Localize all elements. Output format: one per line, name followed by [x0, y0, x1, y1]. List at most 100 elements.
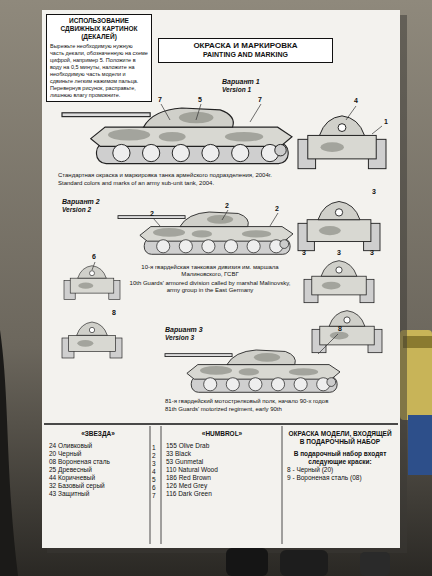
turret: [329, 311, 365, 327]
callout-number: 3: [337, 249, 341, 257]
table-cell: 43 Защитный: [49, 490, 147, 498]
road-wheel: [113, 144, 130, 161]
callout-number: 8: [338, 325, 342, 333]
road-wheel: [271, 378, 284, 391]
tank-front-view: [304, 261, 374, 303]
leader-line: [270, 213, 278, 226]
caption-text: Вариант 2: [62, 198, 100, 206]
turret: [318, 201, 360, 219]
drive-sprocket: [327, 378, 336, 387]
caption-text: PAINTING AND MARKING: [158, 51, 333, 59]
caption-text: 81th Guards' motorized regiment, early 9…: [165, 406, 397, 413]
camouflage-patch: [239, 368, 259, 375]
hull: [140, 227, 293, 242]
hull: [91, 127, 292, 146]
caption-text: Вариант 1: [222, 78, 260, 86]
caption-text: Стандартная окраска и маркировка танка а…: [58, 172, 348, 179]
callout-number: 3: [370, 249, 374, 257]
road-wheel: [157, 240, 170, 253]
leader-line: [196, 104, 201, 120]
road-wheel: [224, 240, 237, 253]
gun-barrel: [62, 113, 150, 117]
turret: [180, 212, 248, 227]
callout-number: 4: [354, 97, 358, 105]
caption-text: Standard colors and marks of an army sub…: [58, 180, 348, 187]
table-cell: 155 Olive Drab: [166, 442, 278, 450]
turret: [321, 261, 357, 277]
table-rule: [150, 426, 151, 544]
road-wheel: [179, 240, 192, 253]
road-wheel: [247, 240, 260, 253]
callout-number: 8: [112, 309, 116, 317]
callout-number: 4: [152, 468, 156, 475]
box-heading: «ЗВЕЗДА»: [49, 430, 147, 438]
camouflage-patch: [78, 283, 93, 289]
table-cell: 20 Черный: [49, 450, 147, 458]
paper-sheet: [42, 10, 400, 548]
table-cell: 44 Коричневый: [49, 474, 147, 482]
road-wheel: [294, 378, 307, 391]
drive-sprocket: [275, 144, 287, 156]
camouflage-patch: [108, 129, 150, 141]
leader-line: [92, 262, 95, 270]
tank-front-view: [62, 322, 122, 358]
callout-number: 6: [152, 484, 156, 491]
table-cell: В подарочный набор входят следующие крас…: [287, 450, 393, 466]
table-cell: 24 Оливковый: [49, 442, 147, 450]
table-rule: [44, 423, 398, 425]
leader-line: [372, 126, 382, 134]
box-heading: ОКРАСКА МОДЕЛИ, ВХОДЯЩЕЙ В ПОДАРОЧНЫЙ НА…: [287, 430, 393, 446]
camouflage-patch: [330, 332, 349, 340]
box-heading: «HUMBROL»: [166, 430, 278, 438]
camouflage-patch: [242, 230, 271, 237]
leader-line: [250, 104, 261, 122]
paint-bottle: [360, 552, 390, 576]
gun-muzzle: [90, 271, 95, 276]
table-cell: 53 Gunmetal: [166, 458, 278, 466]
gun-barrel: [165, 354, 232, 357]
table-cell: 116 Dark Green: [166, 490, 278, 498]
tank-side-view: [118, 212, 293, 254]
turret: [77, 322, 108, 335]
tank-side-view: [62, 108, 292, 164]
tank-front-view: [64, 266, 120, 300]
table-cell: 126 Med Grey: [166, 482, 278, 490]
turret: [78, 266, 107, 278]
camouflage-patch: [254, 353, 280, 362]
paint-box: [408, 415, 432, 475]
callout-number: 3: [372, 188, 376, 196]
cable: [0, 330, 18, 576]
callout-number: 3: [152, 460, 156, 467]
camouflage-patch: [200, 366, 232, 375]
table-cell: 08 Вороненая сталь: [49, 458, 147, 466]
title: ОКРАСКА И МАРКИРОВКА: [159, 39, 332, 50]
leader-line: [346, 106, 356, 120]
turret: [227, 350, 295, 365]
camouflage-patch: [225, 132, 263, 142]
table-cell: 8 - Черный (20): [287, 466, 393, 474]
callout-number: 2: [275, 205, 279, 213]
gun-muzzle: [335, 209, 342, 216]
leader-line: [161, 104, 170, 120]
road-wheel: [143, 144, 160, 161]
callout-number: 1: [384, 118, 388, 126]
road-wheel: [232, 144, 249, 161]
camouflage-patch: [153, 228, 185, 237]
gun-muzzle: [89, 327, 94, 332]
table-cell: 33 Black: [166, 450, 278, 458]
callout-number: 2: [225, 202, 229, 210]
callout-number: 5: [198, 96, 202, 104]
callout-number: 2: [150, 210, 154, 218]
turret: [320, 116, 365, 136]
jar-lid: [403, 336, 432, 348]
hull: [307, 220, 371, 242]
table-cell: 32 Базовый серый: [49, 482, 147, 490]
hull: [70, 278, 114, 293]
tank-side-view: [165, 350, 340, 392]
gun-muzzle: [336, 267, 342, 273]
hull: [69, 335, 116, 351]
gun-muzzle: [344, 317, 350, 323]
caption-text: 10-я гвардейская танковая дивизия им. ма…: [124, 264, 296, 278]
camouflage-patch: [207, 215, 233, 224]
table-cell: 9 - Вороненая сталь (08): [287, 474, 393, 482]
